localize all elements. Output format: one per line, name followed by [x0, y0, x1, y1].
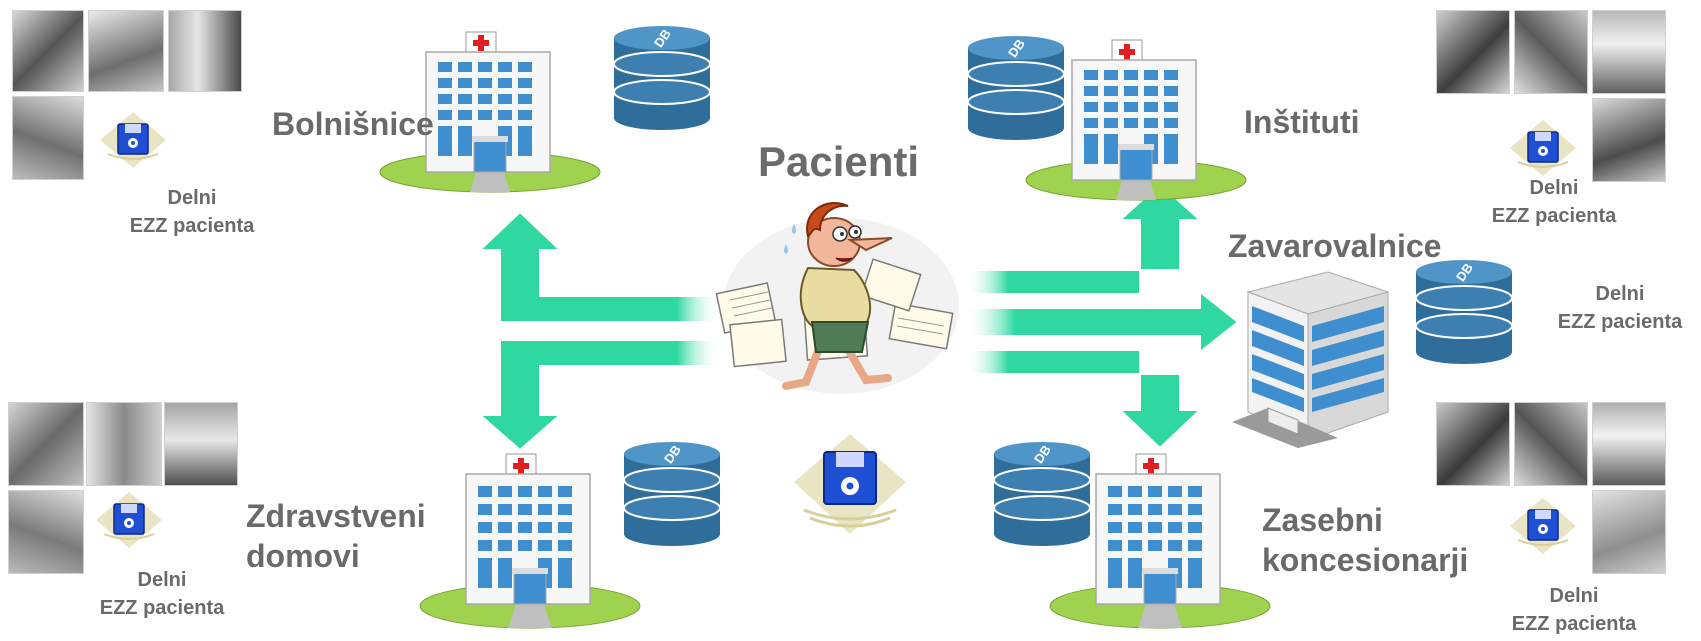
arrow-to-zasebni [965, 349, 1203, 450]
record-note: Delni EZZ pacienta [1474, 174, 1634, 230]
hospital-zdravstveni-domovi [419, 452, 641, 632]
arrow-to-zdravstveni-domovi [477, 339, 721, 452]
thumbnail-image [1514, 10, 1588, 94]
hospital-instituti [1025, 38, 1247, 203]
arrow-to-zavarovalnice [965, 289, 1240, 355]
record-note-line2: EZZ pacienta [1491, 205, 1617, 227]
label-instituti: Inštituti [1244, 104, 1360, 140]
floppy-disk-icon [94, 490, 164, 552]
floppy-disk-icon-center [790, 430, 910, 542]
floppy-disk-icon [98, 110, 168, 172]
record-note-line2: EZZ pacienta [1511, 613, 1637, 635]
record-note-line1: Delni [1549, 585, 1599, 607]
thumbnail-image [1592, 490, 1666, 574]
label-bolnisnice: Bolnišnice [272, 106, 434, 142]
thumbnail-image [168, 10, 242, 92]
record-note: Delni EZZ pacienta [82, 566, 242, 622]
db-cylinder-zavarovalnice: DB [1414, 258, 1514, 366]
label-zasebni-line2: koncesionarji [1262, 542, 1469, 578]
thumbnail-image [12, 10, 84, 92]
floppy-disk-icon [1508, 118, 1578, 180]
record-note-line1: Delni [137, 569, 187, 591]
thumbnail-image [1436, 402, 1510, 486]
patient-illustration [715, 196, 966, 396]
thumbnail-image [12, 96, 84, 180]
db-cylinder-bolnisnice: DB [612, 24, 712, 132]
db-cylinder-zasebni: DB [992, 440, 1092, 548]
floppy-disk-icon [1508, 496, 1578, 558]
hospital-bolnisnice [379, 30, 601, 195]
thumbnail-image [1436, 10, 1510, 94]
record-note-line2: EZZ pacienta [99, 597, 225, 619]
record-note-line1: Delni [1529, 177, 1579, 199]
insurance-building [1228, 262, 1414, 448]
record-note: Delni EZZ pacienta [1540, 280, 1700, 336]
db-cylinder-instituti: DB [966, 34, 1066, 142]
thumbnail-image [8, 402, 84, 486]
arrow-to-bolnisnice [477, 210, 721, 323]
db-cylinder-zdravstveni-domovi: DB [622, 440, 722, 548]
label-zasebni: Zasebni koncesionarji [1262, 500, 1468, 580]
label-zavarovalnice: Zavarovalnice [1228, 228, 1442, 264]
label-zdravstveni-line2: domovi [246, 538, 360, 574]
page-title: Pacienti [758, 138, 920, 185]
thumbnail-image [1592, 98, 1666, 182]
hospital-zasebni [1049, 452, 1271, 632]
record-note-line1: Delni [1595, 283, 1645, 305]
label-zdravstveni-domovi: Zdravstveni domovi [246, 496, 426, 576]
thumbnail-image [1592, 402, 1666, 486]
record-note-line1: Delni [167, 187, 217, 209]
label-zasebni-line1: Zasebni [1262, 502, 1383, 538]
thumbnail-image [1592, 10, 1666, 94]
label-zdravstveni-line1: Zdravstveni [246, 498, 426, 534]
record-note: Delni EZZ pacienta [112, 184, 272, 240]
record-note-line2: EZZ pacienta [1557, 311, 1683, 333]
arrow-to-instituti [965, 182, 1203, 295]
record-note: Delni EZZ pacienta [1494, 582, 1654, 638]
thumbnail-image [8, 490, 84, 574]
thumbnail-image [1514, 402, 1588, 486]
record-note-line2: EZZ pacienta [129, 215, 255, 237]
thumbnail-image [164, 402, 238, 486]
thumbnail-image [88, 10, 164, 92]
thumbnail-image [86, 402, 162, 486]
